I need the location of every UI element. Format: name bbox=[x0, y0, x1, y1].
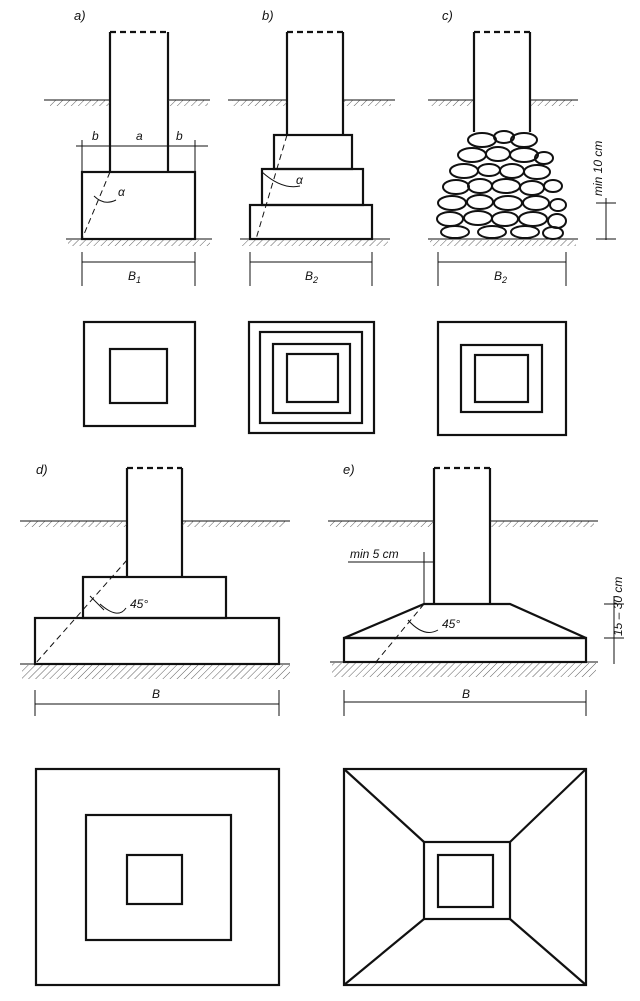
dim-min-10cm: min 10 cm bbox=[591, 141, 605, 196]
angle-45-d: 45° bbox=[130, 597, 148, 611]
footing-d-elevation: d) 45° B bbox=[20, 462, 290, 716]
angle-alpha-b: α bbox=[296, 173, 304, 187]
panel-label-b: b) bbox=[262, 8, 274, 23]
dim-min-5cm: min 5 cm bbox=[350, 547, 399, 561]
dim-b-left: b bbox=[92, 129, 99, 143]
dim-B-e: B bbox=[462, 687, 470, 701]
angle-45-e: 45° bbox=[442, 617, 460, 631]
dim-B2-c-sub: 2 bbox=[501, 275, 507, 285]
panel-label-c: c) bbox=[442, 8, 453, 23]
footing-a-elevation: a) b a b α B1 bbox=[44, 8, 212, 286]
svg-text:B2: B2 bbox=[494, 269, 507, 285]
plan-a bbox=[82, 320, 197, 428]
dim-B2-sub: 2 bbox=[312, 275, 318, 285]
dim-B2-c: B bbox=[494, 269, 502, 283]
dim-a: a bbox=[136, 129, 143, 143]
dim-B-d: B bbox=[152, 687, 160, 701]
plan-e bbox=[342, 767, 588, 987]
plan-c bbox=[436, 320, 568, 437]
footing-b-elevation: b) α B2 bbox=[228, 8, 395, 286]
dim-b-right: b bbox=[176, 129, 183, 143]
plan-d bbox=[34, 767, 281, 987]
dim-B1-sub: 1 bbox=[136, 275, 141, 285]
plan-b bbox=[247, 320, 376, 435]
rubble-stones bbox=[436, 130, 567, 240]
panel-label-e: e) bbox=[343, 462, 355, 477]
svg-text:B1: B1 bbox=[128, 269, 141, 285]
panel-label-d: d) bbox=[36, 462, 48, 477]
panel-label-a: a) bbox=[74, 8, 86, 23]
dim-B2: B bbox=[305, 269, 313, 283]
footing-e-elevation: e) 45° min 5 cm 15 – 30 cm B bbox=[328, 462, 625, 716]
dim-15-30cm: 15 – 30 cm bbox=[611, 577, 625, 636]
footing-c-elevation: c) bbox=[428, 8, 616, 286]
svg-text:B2: B2 bbox=[305, 269, 318, 285]
angle-alpha-a: α bbox=[118, 185, 126, 199]
dim-B1: B bbox=[128, 269, 136, 283]
